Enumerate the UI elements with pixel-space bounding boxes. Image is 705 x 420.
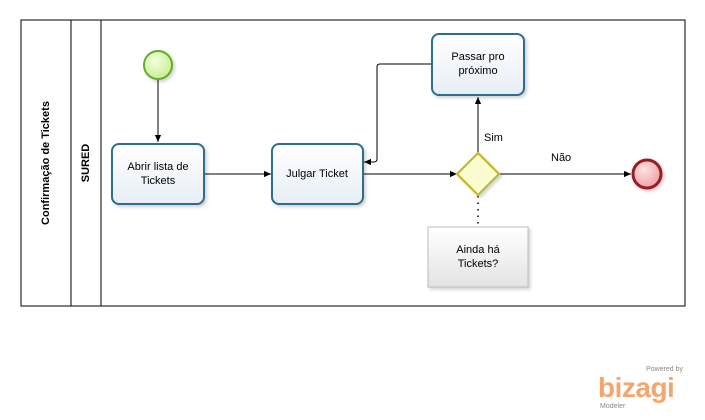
exclusive-gateway[interactable] — [455, 151, 501, 197]
task-passar-proximo[interactable]: Passar pro próximo — [431, 33, 525, 96]
task-abrir-lista[interactable]: Abrir lista de Tickets — [111, 143, 205, 205]
pool-name: Confirmação de Tickets — [40, 101, 52, 225]
annotation-line2: Tickets? — [458, 258, 499, 270]
annotation-line1: Ainda há — [456, 244, 500, 256]
task-abrir-label-line2: Tickets — [141, 175, 176, 187]
modeler-label: Modeler — [600, 403, 626, 410]
task-abrir-label-line1: Abrir lista de — [127, 161, 188, 173]
flow-label-nao: Não — [551, 152, 571, 164]
task-passar-label-line1: Passar pro — [451, 51, 504, 63]
annotation-ainda-ha-tickets[interactable]: Ainda há Tickets? — [427, 226, 529, 288]
task-julgar-ticket[interactable]: Julgar Ticket — [271, 143, 364, 205]
bizagi-logo: bizagi — [598, 372, 674, 403]
flow-passar-to-julgar[interactable] — [364, 63, 432, 166]
start-event[interactable] — [143, 50, 173, 80]
task-passar-label-line2: próximo — [458, 65, 497, 77]
end-event[interactable] — [631, 158, 663, 190]
bizagi-branding: Powered by bizagi Modeler — [598, 366, 683, 410]
lane-name: SURED — [80, 144, 92, 183]
task-julgar-label: Julgar Ticket — [286, 168, 348, 180]
powered-by-label: Powered by — [646, 366, 683, 373]
flow-label-sim: Sim — [484, 132, 503, 144]
